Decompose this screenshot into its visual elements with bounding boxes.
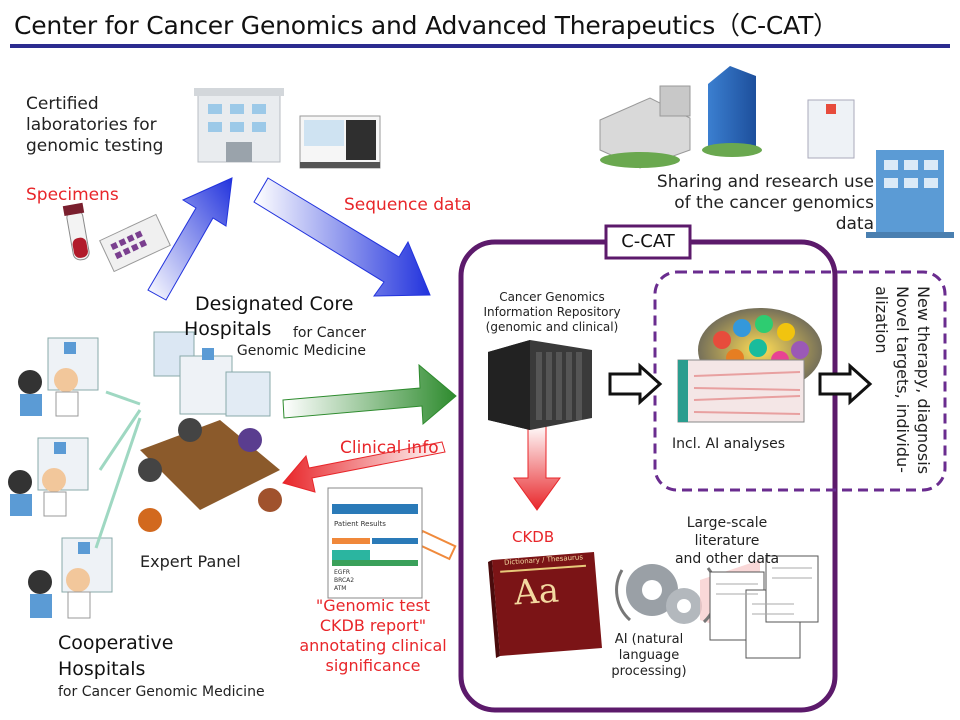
slide-kit-icon	[99, 213, 171, 273]
ai-analyses-label: Incl. AI analyses	[672, 436, 786, 452]
specimen-tube-icon	[62, 202, 90, 261]
sharing-label: Sharing and research use of the cancer g…	[656, 172, 874, 234]
sequencer-icon	[299, 115, 381, 169]
ccat-label: C-CAT	[621, 231, 675, 252]
to-outcomes-arrow	[818, 362, 873, 406]
report-tab	[415, 529, 457, 561]
ccat-label-box	[604, 224, 692, 260]
lab-building-icon	[194, 88, 284, 163]
research-buildings-icon	[599, 66, 954, 238]
nlp-label: AI (natural language processing)	[611, 632, 687, 679]
labs-label: Certified laboratories for genomic testi…	[26, 94, 164, 156]
page-title: Center for Cancer Genomics and Advanced …	[14, 11, 838, 40]
clinical-info-arrow	[282, 441, 446, 493]
core-hospitals-line1: Designated Core	[195, 293, 354, 315]
to-ai-arrow	[608, 362, 663, 406]
clinical-data-arrow	[282, 363, 457, 426]
title-underline	[10, 44, 950, 48]
sequence-data-arrow	[253, 177, 431, 297]
core-hospitals-suffix: for Cancer Genomic Medicine	[236, 325, 366, 359]
report-heading: Patient Results	[334, 520, 386, 528]
report-gene-2: BRCA2	[334, 577, 355, 584]
clinical-info-label: Clinical info	[340, 438, 439, 458]
coop-line2: Hospitals	[58, 658, 146, 680]
repository-label: Cancer Genomics Information Repository (…	[483, 290, 621, 334]
server-icon	[488, 340, 592, 430]
ckdb-book-icon	[488, 552, 602, 658]
repository-to-ckdb-arrow	[513, 423, 561, 511]
report-label: "Genomic test CKDB report" annotating cl…	[299, 596, 447, 675]
outcomes-label: New therapy, diagnosis Novel targets, in…	[872, 286, 933, 475]
coop-line1: Cooperative	[58, 632, 174, 654]
specimens-label: Specimens	[26, 185, 119, 205]
hospital-connector-lines	[94, 390, 142, 549]
specimen-arrow	[147, 177, 233, 301]
core-hospitals-line2: Hospitals	[184, 318, 272, 340]
core-hospital-buildings-icon	[153, 331, 271, 417]
ckdb-label: CKDB	[512, 528, 555, 546]
literature-docs-icon	[709, 555, 819, 659]
report-gene-3: ATM	[334, 585, 347, 592]
literature-label: Large-scale literature and other data	[674, 515, 780, 567]
report-document-icon	[327, 487, 423, 599]
cooperative-hospital-icon-1	[18, 337, 99, 417]
expert-panel-label: Expert Panel	[140, 552, 241, 571]
cooperative-hospital-icon-2	[8, 437, 89, 517]
report-gene-1: EGFR	[334, 569, 351, 576]
analysis-screen-icon	[677, 359, 805, 423]
cooperative-hospital-icon-3	[28, 537, 113, 619]
sequence-data-label: Sequence data	[344, 195, 472, 215]
expert-panel-table-icon	[138, 418, 282, 532]
coop-suffix: for Cancer Genomic Medicine	[58, 684, 265, 700]
book-glyph: Aa	[512, 570, 561, 614]
